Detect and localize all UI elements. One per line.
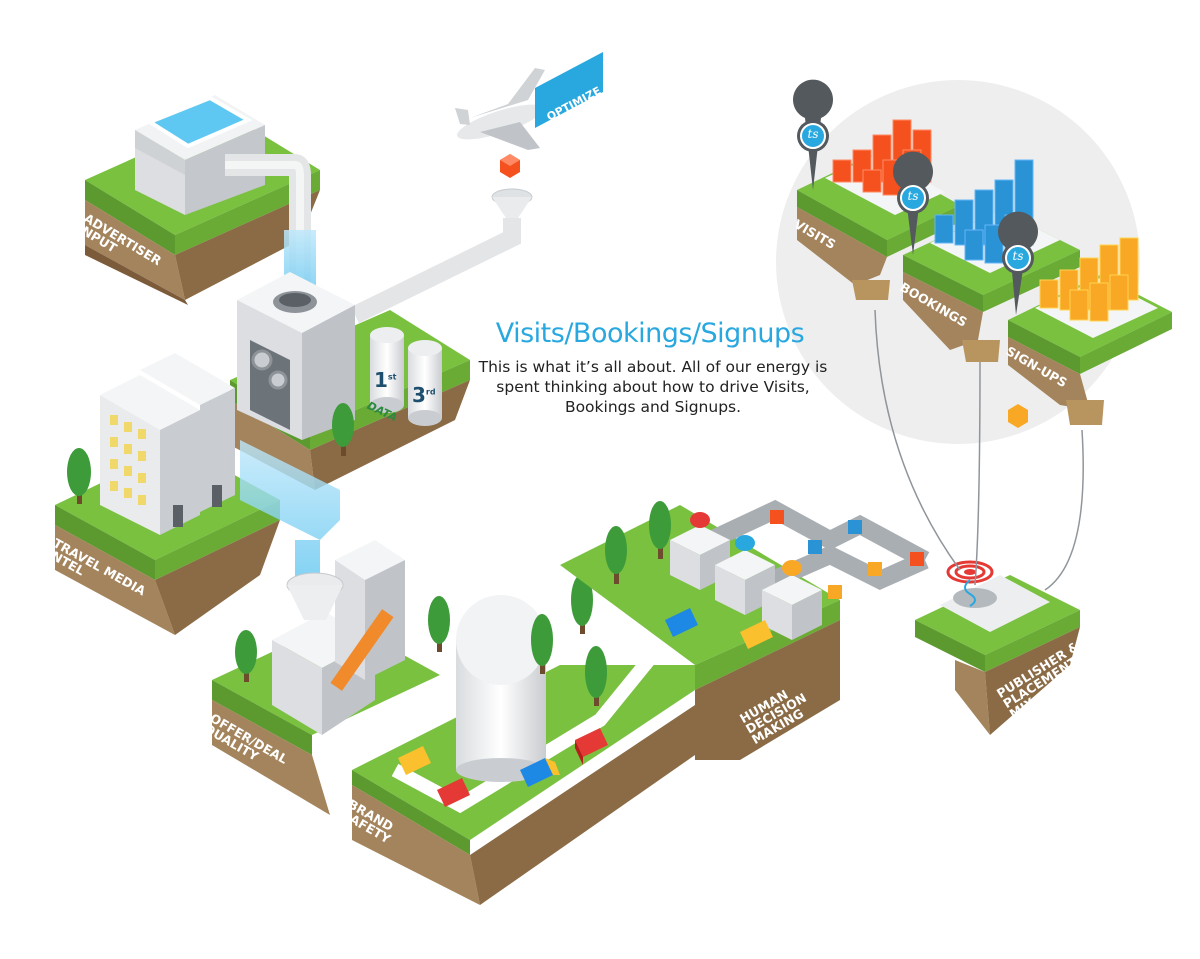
water-stream — [240, 440, 340, 600]
data-tank-3-label: 3rd — [412, 383, 436, 407]
data-island — [230, 272, 470, 490]
data-tank-1 — [370, 327, 404, 413]
wire — [874, 309, 961, 571]
cube-icon — [910, 552, 924, 566]
tree-icon — [531, 614, 553, 674]
truck-icon — [437, 778, 470, 807]
tree-icon — [332, 403, 354, 456]
optimize-air-tag — [535, 52, 603, 128]
tree-icon — [235, 630, 257, 682]
truck-icon — [398, 746, 431, 775]
pin-badge-sign-ups: ts — [1012, 249, 1024, 263]
truck-icon — [575, 728, 608, 765]
data-tank-1-label: 1st — [374, 368, 397, 392]
human-decision-making-island — [560, 499, 930, 760]
cube-icon — [1008, 404, 1028, 428]
air-pipe — [351, 218, 521, 324]
pin-badge-visits: ts — [807, 127, 819, 141]
offer-deal-quality-island — [212, 540, 440, 815]
travel-media-intel-island — [55, 353, 280, 635]
brand-safety-island — [352, 574, 695, 905]
tree-icon — [67, 448, 91, 504]
truck-icon — [740, 620, 773, 649]
tree-icon — [571, 574, 593, 634]
location-pin-icon — [893, 151, 933, 255]
wire — [974, 359, 981, 586]
location-pin-icon — [998, 211, 1038, 315]
sign-ups-island — [1008, 237, 1172, 425]
cube-icon — [868, 562, 882, 576]
tree-icon — [585, 646, 607, 706]
tree-icon — [649, 501, 671, 559]
tree-icon — [605, 526, 627, 584]
publisher-placement-mix-island — [915, 560, 1080, 735]
cube-icon — [828, 585, 842, 599]
kiosk — [762, 560, 822, 640]
truck-icon — [665, 608, 698, 637]
headline: Visits/Bookings/Signups — [495, 318, 805, 349]
airplane-icon — [455, 68, 545, 150]
gear-icon — [268, 370, 288, 390]
pin-badge-bookings: ts — [907, 189, 919, 203]
location-pin-icon — [793, 79, 834, 190]
cube-icon — [808, 540, 822, 554]
spiral-target-icon — [946, 560, 994, 607]
body-text: This is what it’s all about. All of our … — [478, 358, 828, 416]
cube-icon — [848, 520, 862, 534]
tree-icon — [428, 596, 450, 652]
gear-icon — [251, 349, 273, 371]
data-tank-3 — [408, 340, 442, 426]
truck-icon — [520, 758, 560, 787]
cube-icon — [770, 510, 784, 524]
wire — [1044, 429, 1084, 591]
